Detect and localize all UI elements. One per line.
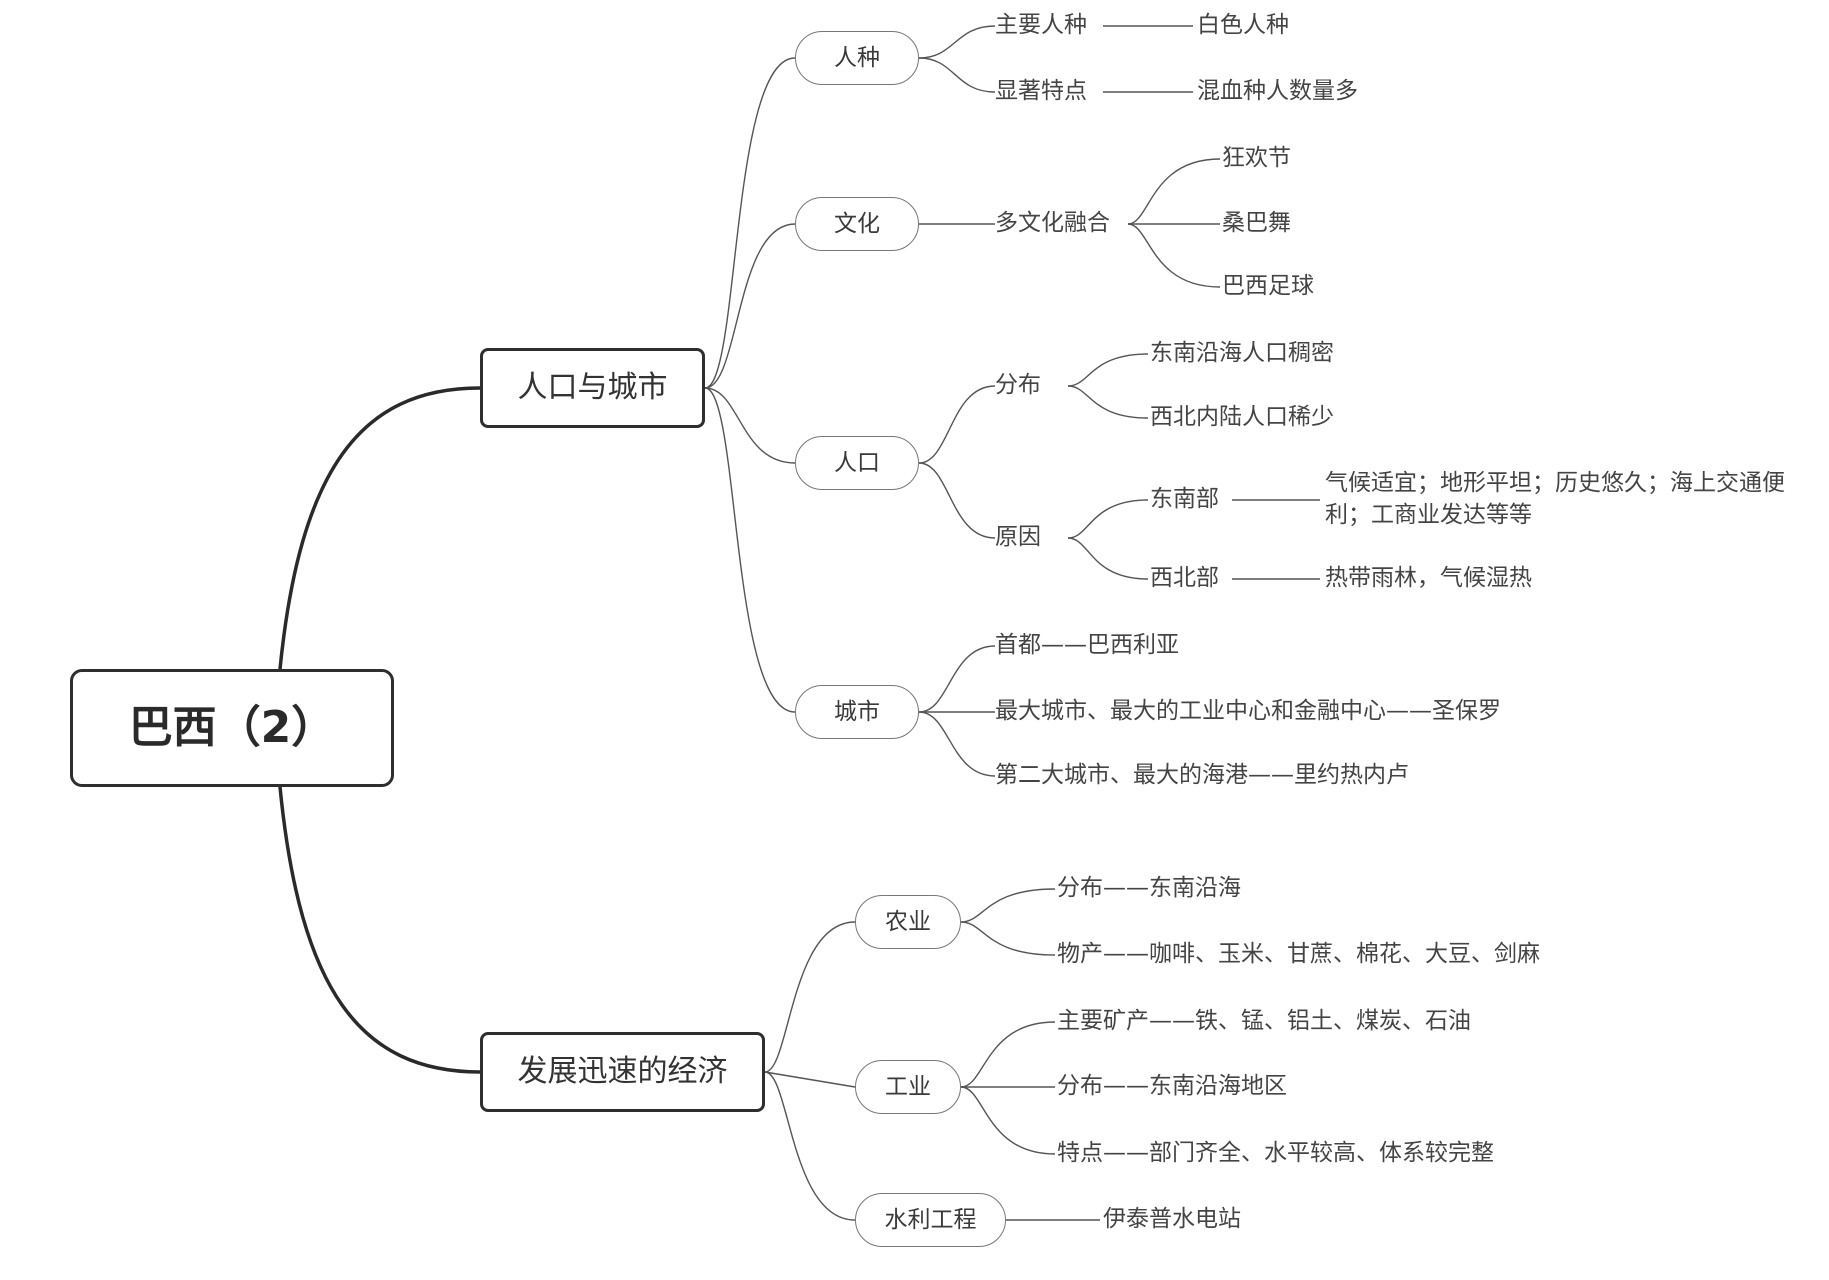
race-main-label[interactable]: 主要人种 — [995, 12, 1087, 38]
node-water-engineering[interactable]: 水利工程 — [855, 1193, 1006, 1247]
link-people-reasons — [918, 462, 996, 539]
link-people-distribution — [918, 385, 996, 464]
culture-item[interactable]: 巴西足球 — [1222, 273, 1314, 299]
link-eco-industry — [764, 1071, 856, 1088]
link-agri-products — [960, 921, 1056, 956]
link-dist-southeast — [1067, 353, 1149, 387]
race-feature-value[interactable]: 混血种人数量多 — [1197, 78, 1358, 104]
city-item[interactable]: 最大城市、最大的工业中心和金融中心——圣保罗 — [995, 698, 1501, 724]
race-main-value[interactable]: 白色人种 — [1197, 12, 1289, 38]
reason-southeast-value[interactable]: 气候适宜；地形平坦；历史悠久；海上交通便利；工商业发达等等 — [1325, 470, 1785, 528]
distribution-item[interactable]: 东南沿海人口稠密 — [1150, 340, 1334, 366]
culture-item[interactable]: 桑巴舞 — [1222, 210, 1291, 236]
culture-item[interactable]: 狂欢节 — [1222, 145, 1291, 171]
agriculture-item[interactable]: 物产——咖啡、玉米、甘蔗、棉花、大豆、剑麻 — [1057, 941, 1540, 967]
node-culture[interactable]: 文化 — [795, 197, 919, 251]
link-pop-city — [704, 387, 796, 713]
reason-southeast-label[interactable]: 东南部 — [1150, 486, 1219, 512]
node-industry[interactable]: 工业 — [855, 1060, 961, 1114]
city-item[interactable]: 第二大城市、最大的海港——里约热内卢 — [995, 762, 1409, 788]
city-item[interactable]: 首都——巴西利亚 — [995, 632, 1179, 658]
link-pop-culture — [704, 223, 796, 389]
link-eco-water — [764, 1071, 856, 1221]
link-reason-southeast — [1067, 499, 1149, 539]
link-race-main — [918, 25, 996, 59]
link-root-economy — [278, 786, 481, 1074]
link-city-second — [918, 711, 996, 777]
race-feature-label[interactable]: 显著特点 — [995, 78, 1087, 104]
link-culture-football — [1127, 223, 1221, 288]
branch-population-cities[interactable]: 人口与城市 — [480, 348, 705, 428]
link-pop-race — [704, 57, 796, 389]
industry-item[interactable]: 主要矿产——铁、锰、铝土、煤炭、石油 — [1057, 1008, 1471, 1034]
link-ind-minerals — [960, 1021, 1056, 1088]
water-engineering-item[interactable]: 伊泰普水电站 — [1103, 1206, 1241, 1232]
node-population[interactable]: 人口 — [795, 436, 919, 490]
link-dist-northwest — [1067, 385, 1149, 419]
link-agri-distribution — [960, 888, 1056, 923]
culture-group-label[interactable]: 多文化融合 — [995, 210, 1110, 236]
root-node[interactable]: 巴西（2） — [70, 669, 394, 787]
link-ind-features — [960, 1086, 1056, 1155]
reason-northwest-label[interactable]: 西北部 — [1150, 565, 1219, 591]
industry-item[interactable]: 特点——部门齐全、水平较高、体系较完整 — [1057, 1140, 1494, 1166]
link-culture-carnival — [1127, 158, 1221, 225]
link-eco-agriculture — [764, 921, 856, 1073]
reason-northwest-value[interactable]: 热带雨林，气候湿热 — [1325, 565, 1532, 591]
link-pop-people — [704, 387, 796, 464]
link-city-capital — [918, 645, 996, 713]
node-race[interactable]: 人种 — [795, 31, 919, 85]
link-root-population — [278, 386, 481, 670]
industry-item[interactable]: 分布——东南沿海地区 — [1057, 1073, 1287, 1099]
population-reasons-label[interactable]: 原因 — [995, 524, 1041, 550]
distribution-item[interactable]: 西北内陆人口稀少 — [1150, 404, 1334, 430]
link-reason-northwest — [1067, 537, 1149, 580]
link-race-feature — [918, 57, 996, 93]
branch-economy[interactable]: 发展迅速的经济 — [480, 1032, 765, 1112]
population-distribution-label[interactable]: 分布 — [995, 372, 1041, 398]
node-city[interactable]: 城市 — [795, 685, 919, 739]
node-agriculture[interactable]: 农业 — [855, 895, 961, 949]
agriculture-item[interactable]: 分布——东南沿海 — [1057, 875, 1241, 901]
